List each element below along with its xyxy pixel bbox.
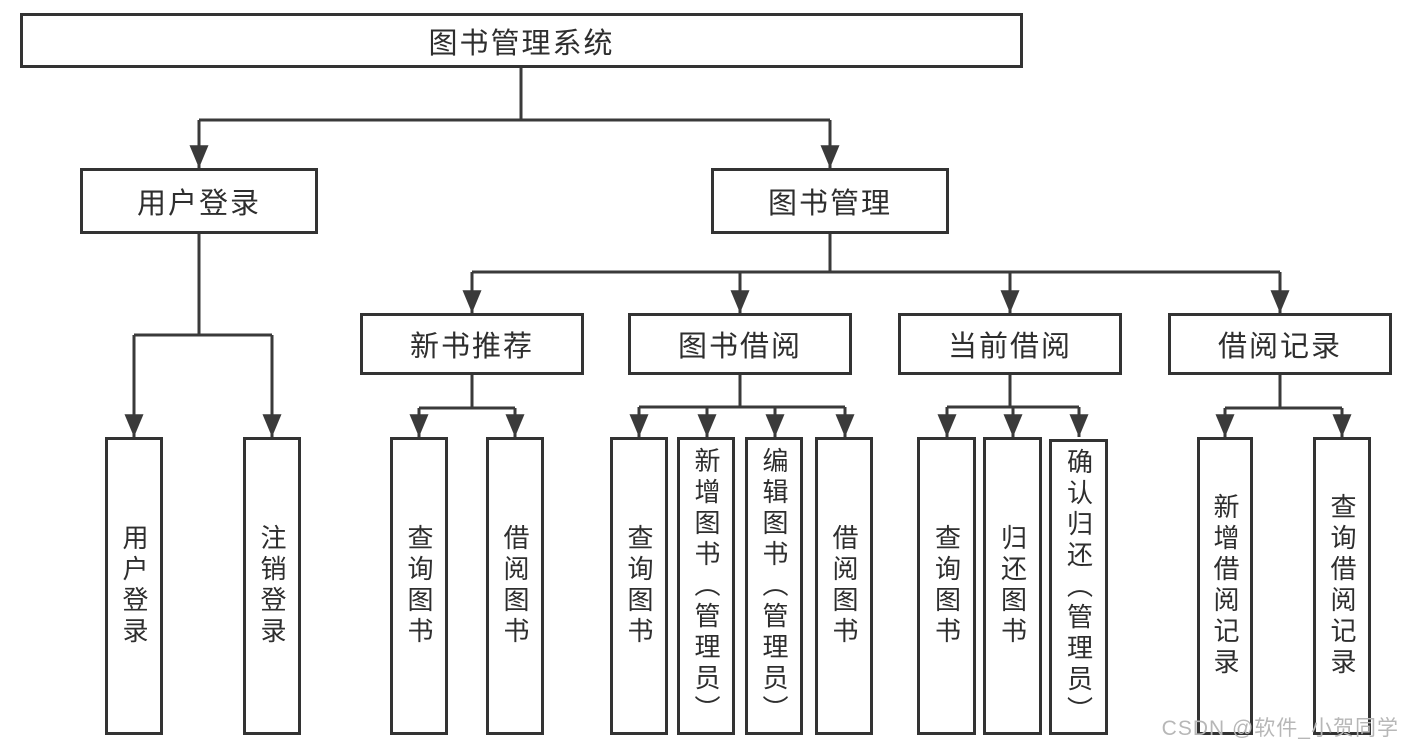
node-new-book-recommend: 新书推荐 [360,313,584,375]
leaf-edit-book-admin: 编辑图书（管理员） [745,437,803,735]
leaf-return-books: 归还图书 [983,437,1042,735]
node-current-borrowing: 当前借阅 [898,313,1122,375]
node-library-management-system: 图书管理系统 [20,13,1023,68]
leaf-confirm-return-admin: 确认归还（管理员） [1049,439,1108,735]
leaf-borrowing-borrow-books: 借阅图书 [815,437,873,735]
leaf-borrowing-query-books: 查询图书 [610,437,668,735]
node-user-login: 用户登录 [80,168,318,234]
leaf-recommend-borrow-books: 借阅图书 [486,437,544,735]
leaf-current-query-books: 查询图书 [917,437,976,735]
node-book-borrowing: 图书借阅 [628,313,852,375]
node-borrowing-records: 借阅记录 [1168,313,1392,375]
leaf-add-book-admin: 新增图书（管理员） [677,437,735,735]
leaf-user-login: 用户登录 [105,437,163,735]
node-book-management: 图书管理 [711,168,949,234]
leaf-logout: 注销登录 [243,437,301,735]
leaf-query-borrow-record: 查询借阅记录 [1313,437,1371,735]
leaf-add-borrow-record: 新增借阅记录 [1197,437,1253,735]
leaf-recommend-query-books: 查询图书 [390,437,448,735]
csdn-watermark: CSDN @软件_小贺同学 [1161,717,1399,740]
